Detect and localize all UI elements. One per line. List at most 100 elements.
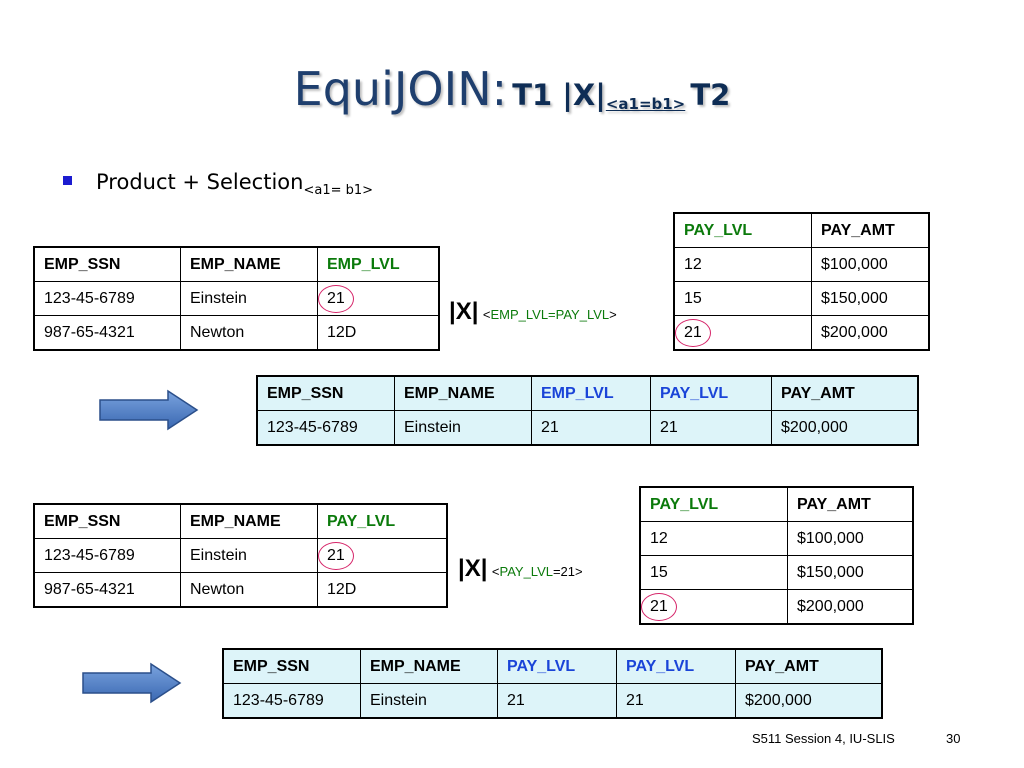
join-operator-2: |X| <PAY_LVL=21> <box>458 555 583 583</box>
bullet-subscript: <a1= b1> <box>303 183 374 199</box>
table-cell: 21 <box>531 410 651 446</box>
table-cell: 12 <box>639 521 788 556</box>
table-cell: 21 <box>497 683 617 719</box>
table-cell: Einstein <box>180 538 318 573</box>
table-row: 123-45-6789 Einstein 21 <box>33 281 440 316</box>
slide-title: EquiJOIN: T1 |X|<a1=b1> T2 <box>0 62 1024 116</box>
highlight-circle: 21 <box>318 541 354 570</box>
table-cell: 987-65-4321 <box>33 315 181 351</box>
table-cell: 123-45-6789 <box>256 410 395 446</box>
table-header-row: PAY_LVL PAY_AMT <box>673 212 930 248</box>
table-cell: $100,000 <box>811 247 930 282</box>
emp-table-2: EMP_SSN EMP_NAME PAY_LVL 123-45-6789 Ein… <box>33 503 448 608</box>
table-row: 123-45-6789 Einstein 21 <box>33 538 448 573</box>
table-cell: $100,000 <box>787 521 914 556</box>
table-row: 21 $200,000 <box>673 315 930 351</box>
header-cell: PAY_LVL <box>639 486 788 522</box>
join-condition: <PAY_LVL=21> <box>491 564 583 579</box>
highlight-circle: 21 <box>641 592 677 621</box>
table-row: 123-45-6789 Einstein 21 21 $200,000 <box>222 683 883 719</box>
table-cell: 12D <box>317 315 440 351</box>
table-cell: $200,000 <box>787 589 914 625</box>
result-table-2: EMP_SSN EMP_NAME PAY_LVL PAY_LVL PAY_AMT… <box>222 648 883 719</box>
table-cell: 987-65-4321 <box>33 572 181 608</box>
table-cell: 12D <box>317 572 448 608</box>
title-subscript: <a1=b1> <box>605 95 686 114</box>
table-row: 15 $150,000 <box>639 555 914 590</box>
bullet-text: Product + Selection <box>96 170 304 194</box>
right-arrow-icon <box>99 389 199 431</box>
header-cell: EMP_SSN <box>256 375 395 411</box>
table-row: 12 $100,000 <box>639 521 914 556</box>
table-row: 987-65-4321 Newton 12D <box>33 315 440 351</box>
table-cell: 21 <box>317 538 448 573</box>
table-cell: 21 <box>639 589 788 625</box>
table-cell: $150,000 <box>787 555 914 590</box>
table-row: 21 $200,000 <box>639 589 914 625</box>
join-operator-1: |X| <EMP_LVL=PAY_LVL> <box>449 298 617 326</box>
header-cell: PAY_AMT <box>787 486 914 522</box>
bullet-square-icon <box>63 175 72 185</box>
header-cell: PAY_LVL <box>616 648 736 684</box>
table-cell: 15 <box>639 555 788 590</box>
highlight-circle: 21 <box>675 318 711 347</box>
header-cell: PAY_AMT <box>735 648 883 684</box>
join-condition: <EMP_LVL=PAY_LVL> <box>482 307 617 322</box>
page-number: 30 <box>946 731 961 746</box>
header-cell: EMP_NAME <box>394 375 532 411</box>
table-header-row: PAY_LVL PAY_AMT <box>639 486 914 522</box>
table-row: 12 $100,000 <box>673 247 930 282</box>
header-cell: EMP_SSN <box>222 648 361 684</box>
join-symbol: |X| <box>458 555 488 582</box>
header-cell: PAY_LVL <box>673 212 812 248</box>
table-cell: 21 <box>616 683 736 719</box>
table-header-row: EMP_SSN EMP_NAME EMP_LVL <box>33 246 440 282</box>
title-main: EquiJOIN: <box>293 62 508 116</box>
title-expr-left: T1 |X| <box>512 78 606 112</box>
pay-table-2: PAY_LVL PAY_AMT 12 $100,000 15 $150,000 … <box>639 486 914 625</box>
bullet-item: Product + Selection<a1= b1> <box>63 170 373 198</box>
header-cell: PAY_LVL <box>650 375 772 411</box>
header-cell: EMP_NAME <box>180 246 318 282</box>
header-cell: PAY_AMT <box>771 375 919 411</box>
header-cell: EMP_NAME <box>180 503 318 539</box>
table-cell: 123-45-6789 <box>33 538 181 573</box>
join-symbol: |X| <box>449 298 479 325</box>
table-cell: 123-45-6789 <box>222 683 361 719</box>
header-cell: PAY_LVL <box>317 503 448 539</box>
table-cell: 21 <box>673 315 812 351</box>
result-table-1: EMP_SSN EMP_NAME EMP_LVL PAY_LVL PAY_AMT… <box>256 375 919 446</box>
header-cell: EMP_SSN <box>33 503 181 539</box>
table-row: 987-65-4321 Newton 12D <box>33 572 448 608</box>
table-cell: 15 <box>673 281 812 316</box>
highlight-circle: 21 <box>318 284 354 313</box>
table-row: 15 $150,000 <box>673 281 930 316</box>
table-cell: Einstein <box>360 683 498 719</box>
header-cell: EMP_LVL <box>531 375 651 411</box>
header-cell: PAY_LVL <box>497 648 617 684</box>
table-cell: 123-45-6789 <box>33 281 181 316</box>
table-header-row: EMP_SSN EMP_NAME PAY_LVL PAY_LVL PAY_AMT <box>222 648 883 684</box>
header-cell: EMP_NAME <box>360 648 498 684</box>
pay-table-1: PAY_LVL PAY_AMT 12 $100,000 15 $150,000 … <box>673 212 930 351</box>
table-header-row: EMP_SSN EMP_NAME EMP_LVL PAY_LVL PAY_AMT <box>256 375 919 411</box>
table-cell: $200,000 <box>771 410 919 446</box>
table-cell: Einstein <box>180 281 318 316</box>
table-cell: $200,000 <box>735 683 883 719</box>
emp-table-1: EMP_SSN EMP_NAME EMP_LVL 123-45-6789 Ein… <box>33 246 440 351</box>
table-cell: 21 <box>317 281 440 316</box>
table-header-row: EMP_SSN EMP_NAME PAY_LVL <box>33 503 448 539</box>
table-cell: Einstein <box>394 410 532 446</box>
header-cell: EMP_LVL <box>317 246 440 282</box>
right-arrow-icon <box>82 662 182 704</box>
table-cell: 21 <box>650 410 772 446</box>
table-cell: $200,000 <box>811 315 930 351</box>
title-expr-right: T2 <box>690 78 731 112</box>
table-row: 123-45-6789 Einstein 21 21 $200,000 <box>256 410 919 446</box>
table-cell: $150,000 <box>811 281 930 316</box>
table-cell: Newton <box>180 572 318 608</box>
table-cell: Newton <box>180 315 318 351</box>
table-cell: 12 <box>673 247 812 282</box>
header-cell: PAY_AMT <box>811 212 930 248</box>
header-cell: EMP_SSN <box>33 246 181 282</box>
